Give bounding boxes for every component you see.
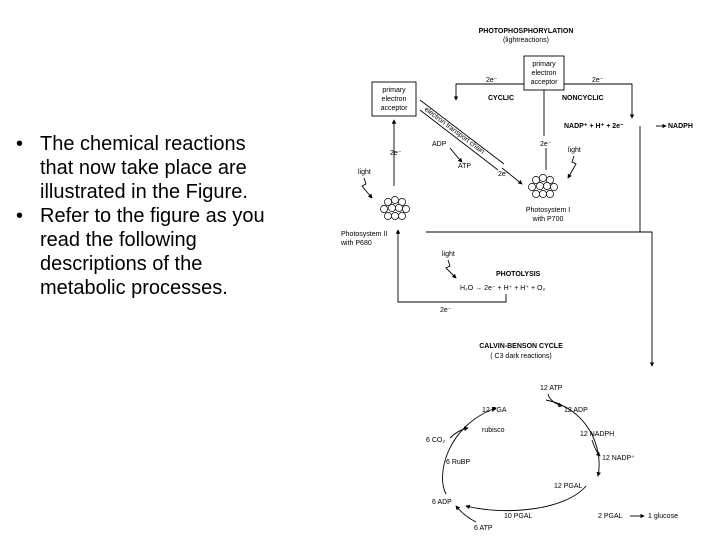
cycle-arc-bottom [465,485,587,512]
cycle-arc-left [442,407,497,495]
light-label-ps1: light [568,147,581,154]
etc-to-ps1-arrow [501,167,523,185]
photophosphorylation-subtitle: (lightreactions) [503,37,549,44]
light-zigzag-ps1 [567,155,577,179]
light-label-ps2: light [358,169,371,176]
nadp12-label: 12 NADP⁺ [602,455,635,462]
cyclic-e-label: 2e⁻ [486,77,498,84]
glucose-label: 1 glucose [648,513,678,520]
primary-acceptor-left [371,81,417,117]
atp12-label: 12 ATP [540,385,563,392]
ps1-label-line2: with P700 [532,216,564,223]
ps1-label-line1: Photosystem I [526,207,570,214]
pgal2-label: 2 PGAL [598,513,623,520]
light-zigzag-ps2 [361,177,373,199]
e-label-left: 2e⁻ [390,150,402,157]
cyclic-arrow [453,83,524,101]
ps2-label-line2: with P680 [340,240,372,247]
atp-label: ATP [458,163,471,170]
rubp6-label: 6 RuBP [446,459,470,466]
pga12-label: 12 PGA [482,407,507,414]
co2-arrow [449,426,469,439]
photosystem2-cluster [380,196,410,220]
bullet-line: descriptions of the [40,253,203,275]
bullet-line: read the following [40,229,197,251]
nadph-label: NADPH [668,123,693,130]
atp6-label: 6 ATP [474,525,493,532]
nadph12-arrow [591,439,601,457]
acceptor-right-line1: primary [532,61,556,68]
photosystem1-cluster [528,174,558,198]
light-label-photolysis: light [442,251,455,258]
light-to-calvin-arrow [426,231,655,367]
acceptor-left-line3: acceptor [381,105,409,112]
etc-label: electron transport chain [423,106,486,156]
acceptor-right-line2: electron [532,70,557,77]
bullet-line: that now take place are [40,157,247,179]
adp-label: ADP [432,141,447,148]
noncyclic-arrow [564,83,635,119]
photophosphorylation-title: PHOTOPHOSPHORYLATION [479,28,574,35]
pgal12-label: 12 PGAL [554,483,583,490]
pgal10-label: 10 PGAL [504,513,533,520]
primary-acceptor-right [523,55,565,91]
calvin-subtitle: ( C3 dark reactions) [490,353,551,360]
atp6-arrow [455,505,477,523]
etc-line-a [419,99,505,165]
bullet-line: metabolic processes. [40,277,228,299]
nadp-equation: NADP⁺ + H⁺ + 2e⁻ [564,123,624,130]
etc-line-b [419,109,499,171]
adp12-label: 12 ADP [564,407,588,414]
e-label-right: 2e⁻ [540,141,552,148]
photolysis-title: PHOTOLYSIS [496,271,541,278]
photolysis-equation: H₂O → 2e⁻ + H⁺ + H⁺ + O₂ [460,285,545,292]
e-label-etc: 2e⁻ [498,171,510,178]
ps2-label-line1: Photosystem II [341,231,387,238]
nadph12-label: 12 NADPH [580,431,614,438]
bullet-line: Refer to the figure as you [40,205,265,227]
bullet-item: • Refer to the figure as you read the fo… [14,204,334,300]
bullet-dot: • [16,205,24,227]
bullet-list: • The chemical reactions that now take p… [14,132,334,300]
rubisco-label: rubisco [482,427,505,434]
bullet-dot: • [16,133,24,155]
e-label-photolysis: 2e⁻ [440,307,452,314]
adp-atp-arrow [449,147,463,163]
bullet-line: The chemical reactions [40,133,246,155]
acceptor-left-line1: primary [382,87,406,94]
bullet-item: • The chemical reactions that now take p… [14,132,334,204]
co2-label: 6 CO₂ [426,437,445,444]
adp6-label: 6 ADP [432,499,452,506]
calvin-title: CALVIN-BENSON CYCLE [479,343,563,350]
bullet-line: illustrated in the Figure. [40,181,248,203]
acceptor-left-line2: electron [382,96,407,103]
atp12-arrow [547,393,563,407]
photosynthesis-diagram: PHOTOPHOSPHORYLATION (lightreactions) pr… [340,28,693,532]
cyclic-label: CYCLIC [488,95,514,102]
light-zigzag-photolysis [445,259,457,279]
noncyclic-label: NONCYCLIC [562,95,604,102]
noncyclic-e-label: 2e⁻ [592,77,604,84]
acceptor-right-line3: acceptor [531,79,559,86]
photolysis-return-arrow [395,229,507,303]
